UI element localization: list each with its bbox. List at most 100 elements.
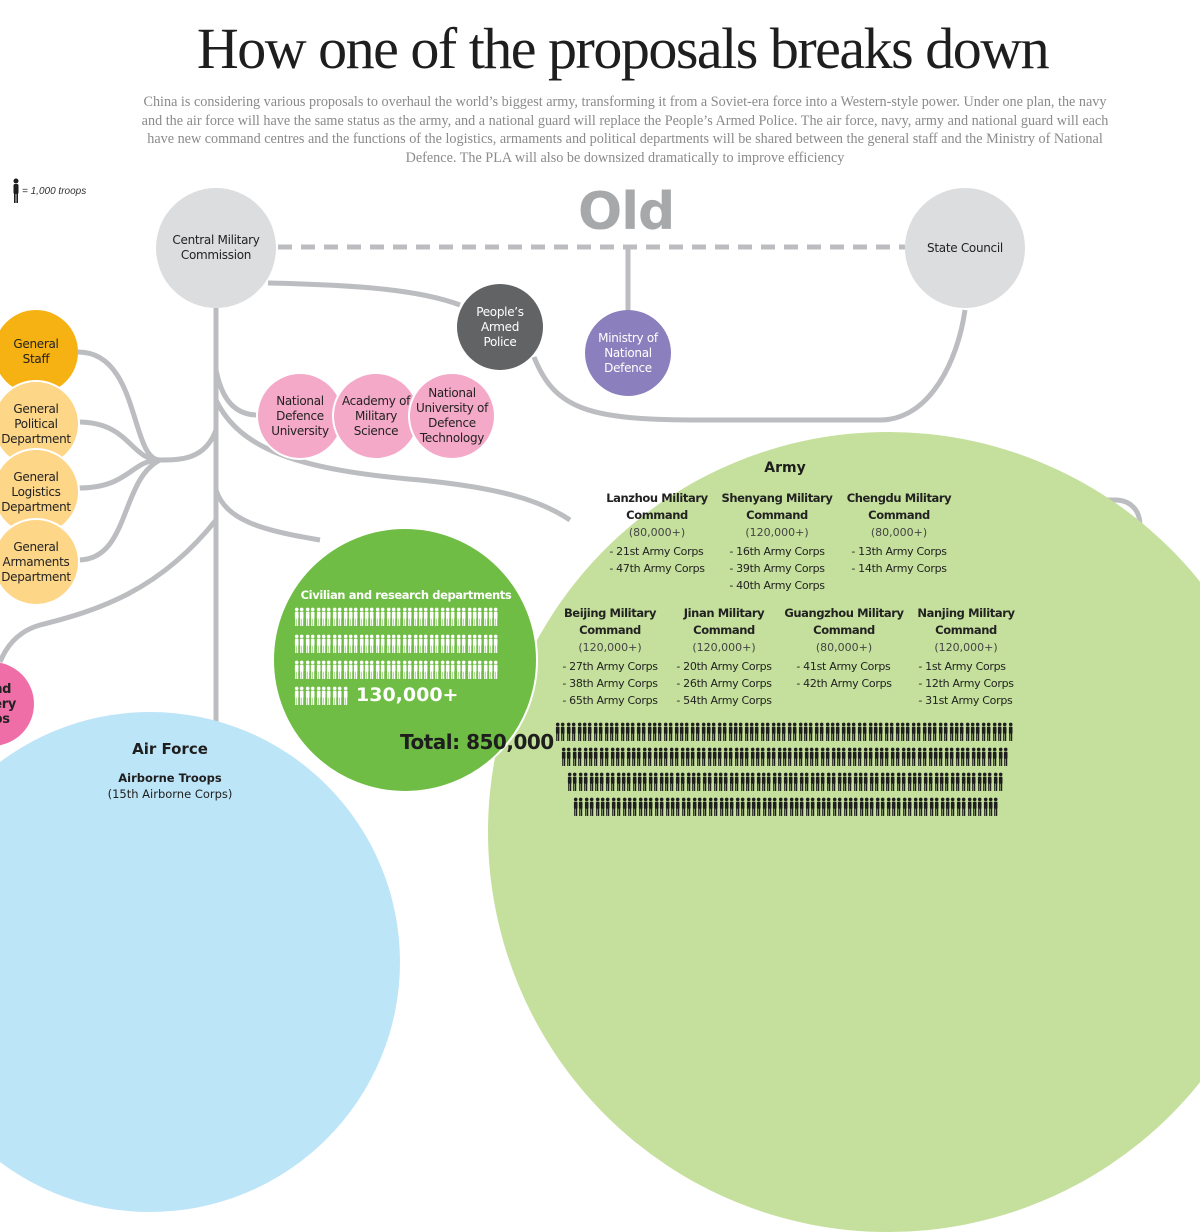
node-academy-of-military-science[interactable]: Academy of Military Science: [332, 372, 420, 460]
soldier-silhouette-icon: [885, 747, 889, 766]
soldier-silhouette-icon: [846, 722, 851, 741]
soldier-silhouette-icon: [755, 722, 759, 741]
soldier-silhouette-icon: [675, 772, 680, 791]
soldier-silhouette-icon: [681, 772, 685, 791]
soldier-silhouette-icon: [863, 722, 867, 741]
soldier-silhouette-icon: [456, 634, 461, 653]
soldier-silhouette-icon: [600, 772, 604, 791]
intro-paragraph: China is considering various proposals t…: [141, 94, 1109, 166]
soldier-silhouette-icon: [370, 660, 374, 679]
soldier-silhouette-icon: [626, 747, 631, 766]
soldier-silhouette-icon: [900, 722, 905, 741]
army-figures-row-2: [561, 747, 1008, 767]
soldier-silhouette-icon: [836, 747, 841, 766]
command-shenyang[interactable]: Shenyang Military Command (120,000+) - 1…: [721, 491, 833, 592]
soldier-silhouette-icon: [766, 747, 771, 766]
soldier-silhouette-icon: [702, 772, 707, 791]
soldier-silhouette-icon: [370, 634, 374, 653]
soldier-silhouette-icon: [841, 722, 846, 741]
soldier-silhouette-icon: [578, 772, 583, 791]
soldier-silhouette-icon: [663, 722, 668, 741]
soldier-silhouette-icon: [573, 772, 577, 791]
soldier-silhouette-icon: [327, 607, 331, 626]
army-figures-row-4: [573, 797, 999, 817]
node-state-council[interactable]: State Council: [905, 188, 1025, 308]
soldier-silhouette-icon: [749, 722, 754, 741]
soldier-silhouette-icon: [316, 607, 321, 626]
soldier-silhouette-icon: [717, 722, 722, 741]
soldier-silhouette-icon: [761, 772, 766, 791]
soldier-silhouette-icon: [583, 747, 588, 766]
soldier-silhouette-icon: [316, 660, 321, 679]
soldier-silhouette-icon: [825, 722, 830, 741]
soldier-silhouette-icon: [300, 660, 304, 679]
soldier-silhouette-icon: [440, 607, 445, 626]
command-chengdu[interactable]: Chengdu Military Command (80,000+) - 13t…: [846, 491, 952, 575]
soldier-silhouette-icon: [934, 772, 939, 791]
soldier-silhouette-icon: [364, 660, 369, 679]
soldier-silhouette-icon: [397, 660, 401, 679]
soldier-silhouette-icon: [391, 607, 396, 626]
soldier-silhouette-icon: [294, 634, 299, 653]
soldier-silhouette-icon: [880, 772, 885, 791]
node-central-military-commission[interactable]: Central Military Commission: [156, 188, 276, 308]
soldier-silhouette-icon: [938, 722, 943, 741]
soldier-silhouette-icon: [584, 772, 588, 791]
soldier-silhouette-icon: [456, 607, 461, 626]
node-national-university-of-defence-technology[interactable]: National University of Defence Technolog…: [408, 372, 496, 460]
node-peoples-armed-police[interactable]: People’s Armed Police: [457, 284, 543, 370]
soldier-silhouette-icon: [805, 772, 809, 791]
soldier-silhouette-icon: [348, 660, 353, 679]
command-nanjing[interactable]: Nanjing Military Command (120,000+) - 1s…: [917, 606, 1015, 707]
soldier-silhouette-icon: [708, 772, 712, 791]
soldier-silhouette-icon: [435, 607, 439, 626]
soldier-silhouette-icon: [918, 772, 922, 791]
soldier-silhouette-icon: [950, 772, 955, 791]
soldier-silhouette-icon: [338, 607, 342, 626]
soldier-silhouette-icon: [472, 634, 477, 653]
soldier-silhouette-icon: [961, 772, 966, 791]
soldier-silhouette-icon: [478, 634, 482, 653]
soldier-silhouette-icon: [912, 747, 916, 766]
soldier-silhouette-icon: [997, 722, 1002, 741]
soldier-silhouette-icon: [992, 722, 997, 741]
soldier-silhouette-icon: [648, 747, 652, 766]
soldier-silhouette-icon: [998, 747, 1003, 766]
soldier-silhouette-icon: [718, 747, 722, 766]
soldier-silhouette-icon: [735, 772, 739, 791]
civilian-figures-row-3: [294, 660, 499, 680]
soldier-silhouette-icon: [305, 607, 310, 626]
soldier-silhouette-icon: [837, 772, 842, 791]
node-national-defence-university[interactable]: National Defence University: [256, 372, 344, 460]
node-general-armaments-department[interactable]: General Armaments Department: [0, 518, 80, 606]
soldier-silhouette-icon: [294, 686, 299, 705]
soldier-silhouette-icon: [1003, 722, 1007, 741]
soldier-silhouette-icon: [631, 722, 635, 741]
soldier-silhouette-icon: [713, 772, 718, 791]
soldier-silhouette-icon: [354, 607, 358, 626]
soldier-silhouette-icon: [966, 747, 970, 766]
soldier-silhouette-icon: [632, 772, 637, 791]
soldier-silhouette-icon: [300, 607, 304, 626]
soldier-silhouette-icon: [955, 747, 960, 766]
command-lanzhou[interactable]: Lanzhou Military Command (80,000+) - 21s…: [606, 491, 708, 575]
civilian-figures-row-2: [294, 634, 499, 654]
soldier-silhouette-icon: [982, 747, 986, 766]
command-guangzhou[interactable]: Guangzhou Military Command (80,000+) - 4…: [784, 606, 904, 690]
soldier-silhouette-icon: [397, 634, 401, 653]
soldier-silhouette-icon: [987, 722, 991, 741]
soldier-silhouette-icon: [386, 607, 391, 626]
soldier-silhouette-icon: [733, 722, 738, 741]
soldier-silhouette-icon: [848, 772, 852, 791]
soldier-silhouette-icon: [740, 772, 744, 791]
soldier-silhouette-icon: [977, 772, 982, 791]
command-jinan[interactable]: Jinan Military Command (120,000+) - 20th…: [676, 606, 772, 707]
command-beijing[interactable]: Beijing Military Command (120,000+) - 27…: [562, 606, 658, 707]
soldier-silhouette-icon: [627, 772, 631, 791]
node-ministry-of-national-defence[interactable]: Ministry of National Defence: [585, 310, 671, 396]
soldier-silhouette-icon: [588, 722, 592, 741]
soldier-silhouette-icon: [879, 722, 883, 741]
node-general-logistics-department[interactable]: General Logistics Department: [0, 448, 80, 536]
soldier-silhouette-icon: [831, 747, 836, 766]
soldier-silhouette-icon: [370, 607, 374, 626]
